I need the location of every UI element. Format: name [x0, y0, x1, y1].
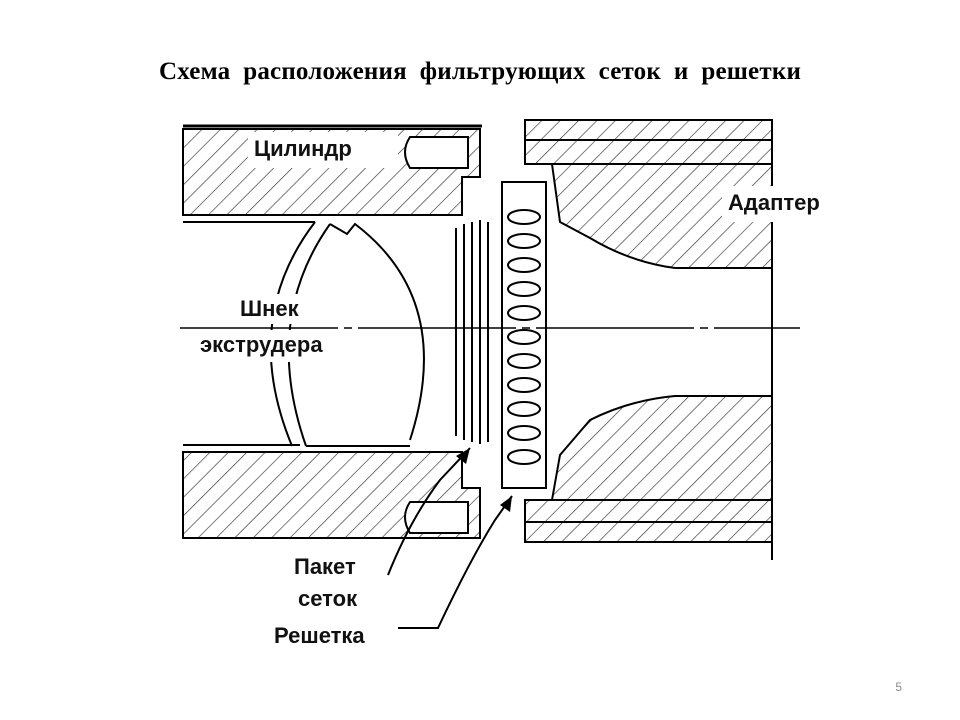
adapter [524, 119, 848, 560]
screen-pack-label-line2: сеток [298, 586, 358, 611]
screen-pack [455, 220, 489, 444]
slide-title: Схема расположения фильтрующих сеток и р… [158, 58, 802, 85]
breaker-plate-arrow [500, 496, 512, 512]
page-number: 5 [895, 680, 902, 694]
screen-pack-arrow [456, 448, 470, 464]
cylinder-label: Цилиндр [254, 136, 352, 161]
breaker-plate-label: Решетка [274, 623, 365, 648]
adapter-label: Адаптер [728, 190, 820, 215]
screw-label-line1: Шнек [240, 296, 299, 321]
extruder-screw [183, 221, 425, 447]
screw-label-line2: экструдера [200, 332, 323, 357]
breaker-plate [501, 181, 547, 489]
screen-pack-label-line1: Пакет [294, 554, 356, 579]
cylinder-bottom-wall [182, 451, 481, 539]
cylinder-top-wall [182, 124, 482, 216]
breaker-plate-leader [398, 495, 513, 629]
screen-pack-leader [387, 447, 471, 576]
